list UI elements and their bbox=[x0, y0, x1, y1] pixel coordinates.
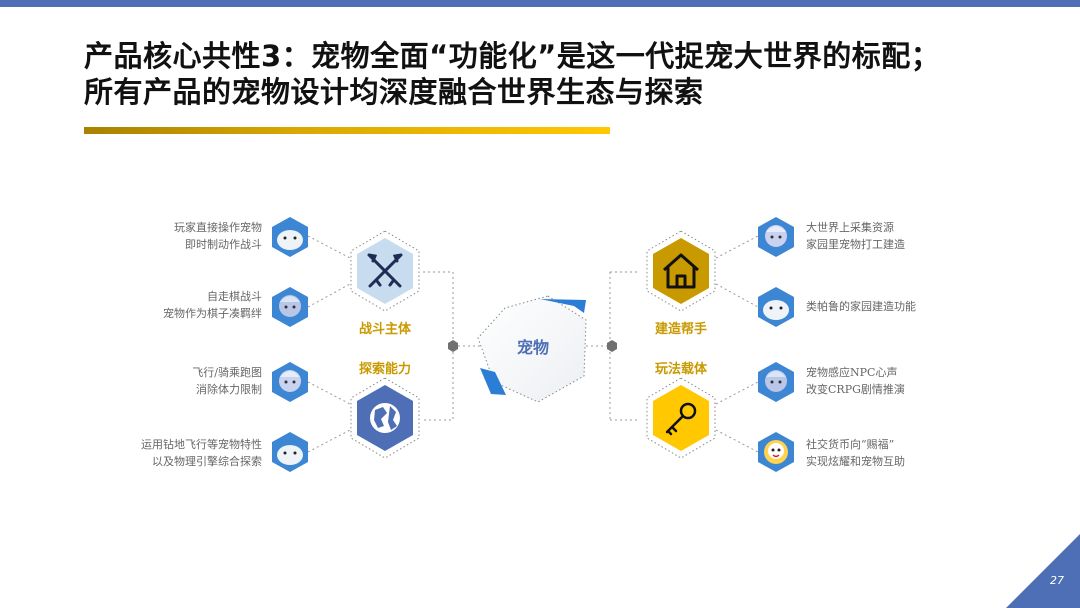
note-left-2-line-1: 自走棋战斗 bbox=[207, 290, 262, 303]
avatar-left-3 bbox=[272, 362, 308, 402]
slide-title: 产品核心共性3：宠物全面“功能化”是这一代捉宠大世界的标配； 所有产品的宠物设计… bbox=[84, 38, 1044, 110]
build-hexagon bbox=[646, 230, 716, 312]
note-left-3-line-2: 消除体力限制 bbox=[196, 383, 262, 396]
note-left-4: 运用钻地飞行等宠物特性 以及物理引擎综合探索 bbox=[141, 436, 262, 470]
category-play: 玩法载体 bbox=[654, 362, 707, 377]
avatar-right-4 bbox=[758, 432, 794, 472]
note-right-3-line-1: 宠物感应NPC心声 bbox=[806, 366, 898, 379]
play-hexagon bbox=[646, 377, 716, 459]
page-number: 27 bbox=[1050, 574, 1064, 587]
center-label-pet: 宠物 bbox=[516, 338, 549, 357]
note-left-3: 飞行/骑乘跑图 消除体力限制 bbox=[192, 364, 262, 398]
connector-lines bbox=[307, 235, 759, 453]
joint-right bbox=[607, 340, 617, 352]
avatar-right-1 bbox=[758, 217, 794, 257]
note-left-2: 自走棋战斗 宠物作为棋子凑羁绊 bbox=[163, 288, 262, 322]
joint-left bbox=[448, 340, 458, 352]
top-accent-bar bbox=[0, 0, 1080, 7]
explore-hexagon bbox=[350, 377, 420, 459]
note-right-1-line-1: 大世界上采集资源 bbox=[806, 221, 894, 234]
note-right-2: 类帕鲁的家园建造功能 bbox=[806, 298, 916, 315]
note-right-1: 大世界上采集资源 家园里宠物打工建造 bbox=[806, 219, 905, 253]
avatar-right-2 bbox=[758, 287, 794, 327]
avatar-left-4 bbox=[272, 432, 308, 472]
title-line-1: 产品核心共性3：宠物全面“功能化”是这一代捉宠大世界的标配； bbox=[84, 39, 941, 73]
note-left-1-line-2: 即时制动作战斗 bbox=[185, 238, 262, 251]
note-left-4-line-1: 运用钻地飞行等宠物特性 bbox=[141, 438, 262, 451]
note-right-3-line-2: 改变CRPG剧情推演 bbox=[806, 383, 905, 396]
avatar-left-1 bbox=[272, 217, 308, 257]
category-build: 建造帮手 bbox=[654, 322, 707, 337]
note-right-4: 社交货币向“赐福” 实现炫耀和宠物互助 bbox=[806, 436, 905, 470]
note-right-3: 宠物感应NPC心声 改变CRPG剧情推演 bbox=[806, 364, 905, 398]
avatar-left-2 bbox=[272, 287, 308, 327]
title-line-2: 所有产品的宠物设计均深度融合世界生态与探索 bbox=[84, 75, 704, 109]
house-icon bbox=[663, 253, 699, 289]
note-right-4-line-1: 社交货币向“赐福” bbox=[806, 438, 895, 451]
key-icon bbox=[665, 402, 697, 436]
globe-icon bbox=[370, 403, 400, 433]
center-hexagon bbox=[477, 295, 587, 403]
note-left-1-line-1: 玩家直接操作宠物 bbox=[174, 221, 262, 234]
battle-hexagon bbox=[350, 230, 420, 312]
note-left-1: 玩家直接操作宠物 即时制动作战斗 bbox=[174, 219, 262, 253]
note-right-1-line-2: 家园里宠物打工建造 bbox=[806, 238, 905, 251]
note-right-4-line-2: 实现炫耀和宠物互助 bbox=[806, 455, 905, 468]
crossed-swords-icon bbox=[367, 253, 403, 288]
note-left-2-line-2: 宠物作为棋子凑羁绊 bbox=[163, 307, 262, 320]
note-left-3-line-1: 飞行/骑乘跑图 bbox=[192, 366, 262, 379]
note-right-2-line-1: 类帕鲁的家园建造功能 bbox=[806, 300, 916, 313]
avatar-right-3 bbox=[758, 362, 794, 402]
title-underline bbox=[84, 127, 610, 134]
category-battle: 战斗主体 bbox=[358, 322, 411, 337]
corner-triangle bbox=[1006, 534, 1080, 608]
category-explore: 探索能力 bbox=[358, 362, 411, 377]
note-left-4-line-2: 以及物理引擎综合探索 bbox=[152, 455, 262, 468]
